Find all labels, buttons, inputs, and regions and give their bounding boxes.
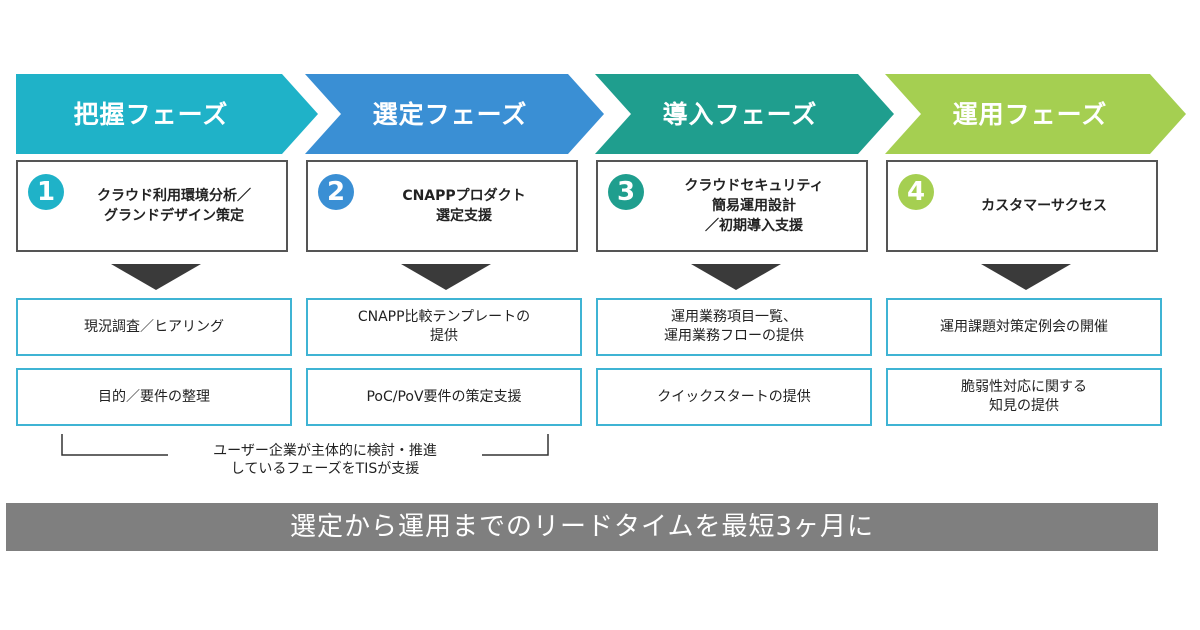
task-box: 脆弱性対応に関する 知見の提供 — [886, 368, 1162, 426]
task-text: 脆弱性対応に関する — [961, 379, 1087, 395]
step-box-2: 2 CNAPPプロダクト 選定支援 — [306, 160, 578, 252]
phase-label-3: 導入フェーズ — [662, 100, 818, 129]
task-box: 目的／要件の整理 — [16, 368, 292, 426]
step-box-3: 3 クラウドセキュリティ 簡易運用設計 ／初期導入支援 — [596, 160, 868, 252]
step-number-badge: 3 — [608, 174, 644, 210]
task-box: クイックスタートの提供 — [596, 368, 872, 426]
down-arrow-icon — [981, 264, 1071, 290]
down-arrow-icon — [691, 264, 781, 290]
phase-chevron-bar — [16, 74, 1186, 154]
summary-banner: 選定から運用までのリードタイムを最短3ヶ月に — [6, 503, 1158, 551]
task-box: 運用業務項目一覧、 運用業務フローの提供 — [596, 298, 872, 356]
task-text: 知見の提供 — [989, 398, 1059, 414]
bracket-note-line: しているフェーズをTISが支援 — [230, 461, 420, 477]
step-title-line: クラウドセキュリティ — [684, 178, 824, 194]
step-title: クラウドセキュリティ 簡易運用設計 ／初期導入支援 — [648, 162, 860, 250]
step-title-line: CNAPPプロダクト — [402, 188, 526, 204]
step-title: クラウド利用環境分析／ グランドデザイン策定 — [68, 162, 280, 250]
task-text: 現況調査／ヒアリング — [84, 318, 224, 335]
task-box: CNAPP比較テンプレートの 提供 — [306, 298, 582, 356]
bracket-note-line: ユーザー企業が主体的に検討・推進 — [213, 443, 437, 459]
phase-chevron-4 — [885, 74, 1186, 154]
task-box: PoC/PoV要件の策定支援 — [306, 368, 582, 426]
step-box-4: 4 カスタマーサクセス — [886, 160, 1158, 252]
step-box-1: 1 クラウド利用環境分析／ グランドデザイン策定 — [16, 160, 288, 252]
step-number-badge: 2 — [318, 174, 354, 210]
down-arrow-icon — [401, 264, 491, 290]
task-text: 目的／要件の整理 — [98, 388, 210, 405]
step-title-line: クラウド利用環境分析／ — [97, 188, 251, 204]
phase-label-1: 把握フェーズ — [73, 100, 229, 129]
task-text: 運用課題対策定例会の開催 — [940, 318, 1108, 335]
task-box: 現況調査／ヒアリング — [16, 298, 292, 356]
task-text: クイックスタートの提供 — [657, 388, 811, 405]
down-arrow-icon — [111, 264, 201, 290]
phase-label-4: 運用フェーズ — [952, 100, 1108, 129]
step-title-line: 選定支援 — [436, 208, 492, 224]
step-title: カスタマーサクセス — [938, 162, 1150, 250]
phase-chevron-2 — [305, 74, 604, 154]
task-text: 提供 — [430, 328, 458, 344]
bracket-note: ユーザー企業が主体的に検討・推進 しているフェーズをTISが支援 — [180, 442, 470, 478]
step-number-badge: 4 — [898, 174, 934, 210]
step-title-line: ／初期導入支援 — [705, 218, 803, 234]
task-text: 運用業務フローの提供 — [664, 328, 804, 344]
step-number-badge: 1 — [28, 174, 64, 210]
phase-label-2: 選定フェーズ — [372, 100, 528, 129]
phase-chevron-3 — [595, 74, 894, 154]
step-title-line: 簡易運用設計 — [712, 198, 796, 214]
step-title: CNAPPプロダクト 選定支援 — [358, 162, 570, 250]
task-text: CNAPP比較テンプレートの — [357, 309, 531, 325]
phase-chevron-1 — [16, 74, 318, 154]
task-text: 運用業務項目一覧、 — [671, 309, 797, 325]
step-title-line: グランドデザイン策定 — [104, 208, 244, 224]
task-box: 運用課題対策定例会の開催 — [886, 298, 1162, 356]
step-title-line: カスタマーサクセス — [981, 198, 1107, 214]
task-text: PoC/PoV要件の策定支援 — [366, 388, 522, 405]
